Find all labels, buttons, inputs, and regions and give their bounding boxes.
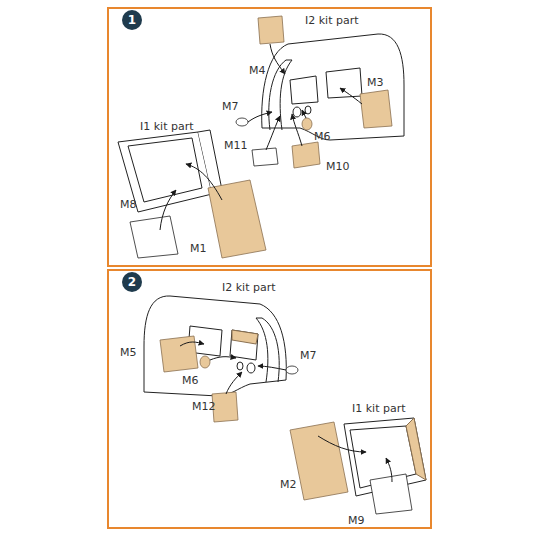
step-number-text: 1 xyxy=(128,13,136,27)
part-label: M4 xyxy=(249,64,266,77)
part-label: M3 xyxy=(367,76,384,89)
part-label: M10 xyxy=(326,160,350,173)
part-label: M11 xyxy=(224,139,248,152)
part-label: M9 xyxy=(348,514,365,527)
part-label: M7 xyxy=(222,100,239,113)
mask-m6 xyxy=(302,118,312,130)
part-label: I1 kit part xyxy=(352,402,406,415)
part-label: M8 xyxy=(120,198,137,211)
part-label: M2 xyxy=(280,478,297,491)
part-label: I1 kit part xyxy=(140,120,194,133)
part-label: M5 xyxy=(120,346,137,359)
mask-m9 xyxy=(370,474,412,514)
part-label: M1 xyxy=(190,242,207,255)
mask-m7 xyxy=(286,366,298,374)
step-number: 2 xyxy=(122,272,142,292)
panel-frame xyxy=(108,8,431,266)
mask-m7 xyxy=(236,118,248,126)
mask-m4 xyxy=(258,16,284,44)
mask-m5 xyxy=(160,336,198,372)
mask-m10 xyxy=(292,142,320,168)
mask-m6 xyxy=(200,356,210,368)
mask-m2 xyxy=(290,422,348,500)
canopy-part xyxy=(144,296,286,396)
canopy-part xyxy=(262,34,404,140)
part-label: I2 kit part xyxy=(305,14,359,27)
windscreen-part xyxy=(118,132,212,212)
mask-m8 xyxy=(130,216,178,258)
part-label: M12 xyxy=(192,400,216,413)
panel-frame xyxy=(108,270,431,528)
step-number-text: 2 xyxy=(128,275,136,289)
part-label: M6 xyxy=(182,374,199,387)
part-label: I2 kit part xyxy=(222,281,276,294)
part-label: M6 xyxy=(314,130,331,143)
step-number: 1 xyxy=(122,10,142,30)
mask-m11 xyxy=(252,148,278,166)
mask-m3 xyxy=(360,90,392,128)
mask-m12 xyxy=(212,392,238,422)
part-label: M7 xyxy=(300,349,317,362)
